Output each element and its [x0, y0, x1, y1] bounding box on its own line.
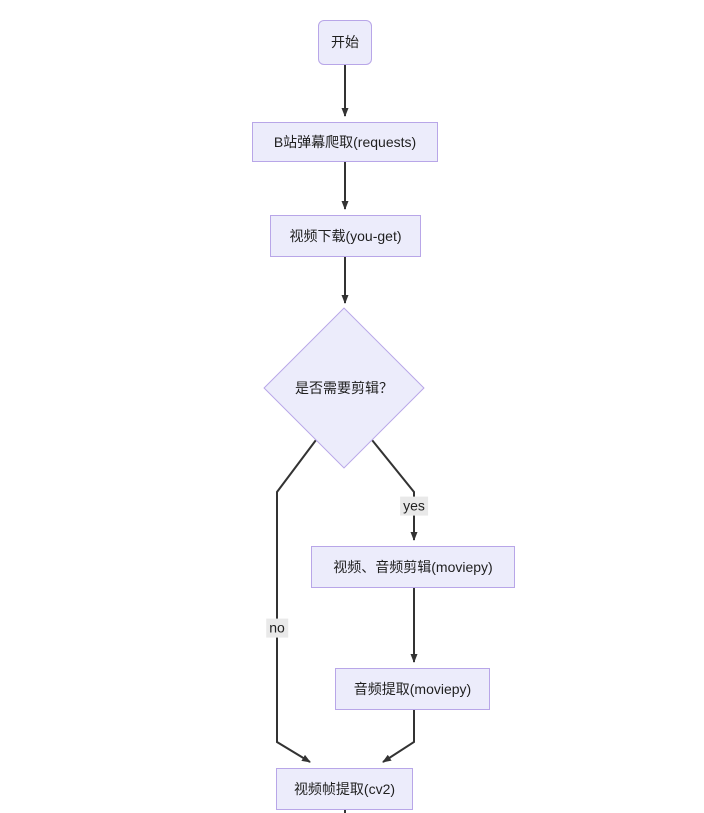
node-decision-need-edit-label: 是否需要剪辑？: [295, 379, 393, 396]
node-decision-need-edit[interactable]: 是否需要剪辑？: [263, 307, 425, 469]
edge-label-no: no: [266, 618, 288, 638]
edge-decision-to-edit: [371, 439, 418, 541]
node-video-download-label: 视频下载(you-get): [289, 227, 402, 244]
edge-decision-to-frames: [276, 439, 317, 763]
edge-audio-to-frames: [382, 710, 415, 763]
node-start-label: 开始: [331, 34, 359, 51]
edge-label-yes: yes: [400, 496, 428, 516]
node-video-audio-edit[interactable]: 视频、音频剪辑(moviepy): [311, 546, 515, 588]
node-audio-extract-label: 音频提取(moviepy): [353, 680, 472, 697]
node-start[interactable]: 开始: [318, 20, 372, 65]
node-frame-extract[interactable]: 视频帧提取(cv2): [276, 768, 413, 810]
node-frame-extract-label: 视频帧提取(cv2): [293, 780, 396, 797]
node-audio-extract[interactable]: 音频提取(moviepy): [335, 668, 490, 710]
node-video-audio-edit-label: 视频、音频剪辑(moviepy): [333, 558, 493, 575]
node-video-download[interactable]: 视频下载(you-get): [270, 215, 421, 257]
node-danmaku-crawl[interactable]: B站弹幕爬取(requests): [252, 122, 438, 162]
node-danmaku-crawl-label: B站弹幕爬取(requests): [273, 133, 417, 150]
